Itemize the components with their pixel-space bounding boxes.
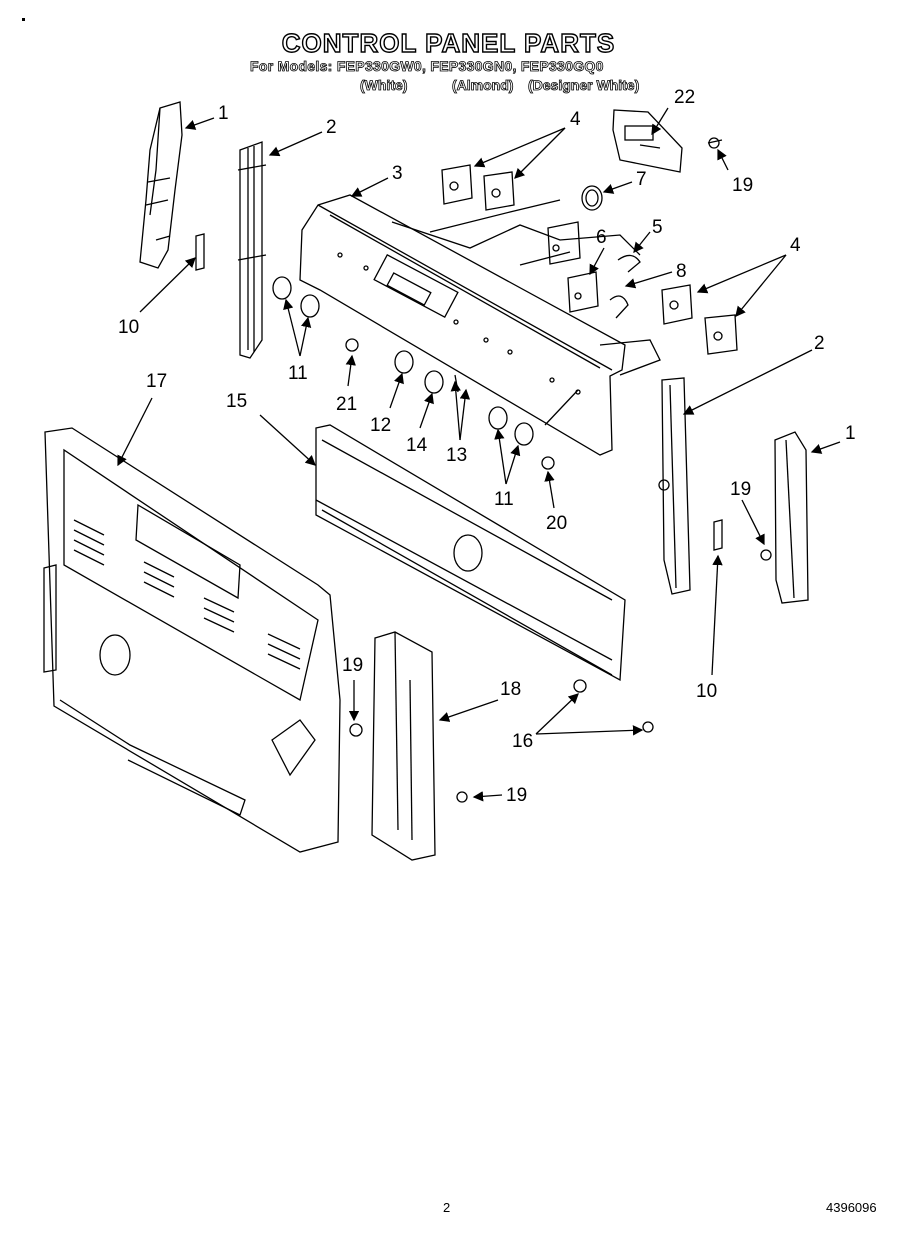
callout-1-right: 1 [845, 423, 856, 444]
part-6-switch [547, 221, 599, 313]
part-15-front-panel [315, 424, 626, 682]
color-almond: (Almond) [452, 77, 514, 94]
callout-2-right: 2 [814, 333, 825, 354]
callout-21: 21 [336, 394, 358, 415]
callout-3: 3 [392, 163, 403, 184]
leader-lines [117, 107, 841, 802]
callout-17: 17 [146, 371, 168, 392]
callout-5: 5 [652, 217, 663, 238]
part-22-clock-timer [612, 109, 683, 173]
part-3-control-panel [299, 194, 661, 456]
callout-10-left: 10 [118, 317, 140, 338]
part-1-right-endcap [774, 431, 809, 604]
callout-15: 15 [226, 391, 248, 412]
callout-6: 6 [596, 227, 607, 248]
page-number: 2 [443, 1200, 451, 1215]
callout-4-top: 4 [570, 109, 581, 130]
part-17-rear-panel [43, 427, 341, 853]
part-1-left-endcap [139, 101, 183, 269]
models-line: For Models: FEP330GW0, FEP330GN0, FEP330… [250, 58, 604, 75]
callout-19-mid: 19 [342, 655, 364, 676]
part-10-left-clip [195, 233, 205, 271]
callout-22: 22 [674, 87, 696, 108]
callout-19-top: 19 [732, 175, 754, 196]
callout-2-left: 2 [326, 117, 337, 138]
callout-14: 14 [406, 435, 428, 456]
callout-20: 20 [546, 513, 568, 534]
callout-8: 8 [676, 261, 687, 282]
color-designer-white: (Designer White) [528, 77, 640, 94]
callout-19-right: 19 [730, 479, 752, 500]
callout-13: 13 [446, 445, 468, 466]
callout-11-left: 11 [288, 363, 308, 384]
callout-11-right: 11 [494, 489, 514, 510]
part-18-side-panel [371, 631, 436, 861]
callout-7: 7 [636, 169, 647, 190]
callout-19-bottom: 19 [506, 785, 528, 806]
document-number: 4396096 [826, 1200, 877, 1215]
corner-mark [22, 18, 25, 21]
callout-16: 16 [512, 731, 534, 752]
callout-12: 12 [370, 415, 392, 436]
callout-10-right: 10 [696, 681, 718, 702]
part-2-right-bracket [658, 377, 691, 595]
callout-18: 18 [500, 679, 522, 700]
part-2-left-bracket [237, 141, 267, 359]
color-white: (White) [360, 77, 408, 94]
part-7-ring [581, 185, 603, 211]
part-4-infinite-switches [441, 164, 738, 355]
callout-4-right: 4 [790, 235, 801, 256]
page-title: CONTROL PANEL PARTS [281, 27, 616, 58]
part-10-right-clip [713, 519, 723, 551]
callout-1-left: 1 [218, 103, 229, 124]
part-5-8-wire-leads [609, 254, 641, 319]
